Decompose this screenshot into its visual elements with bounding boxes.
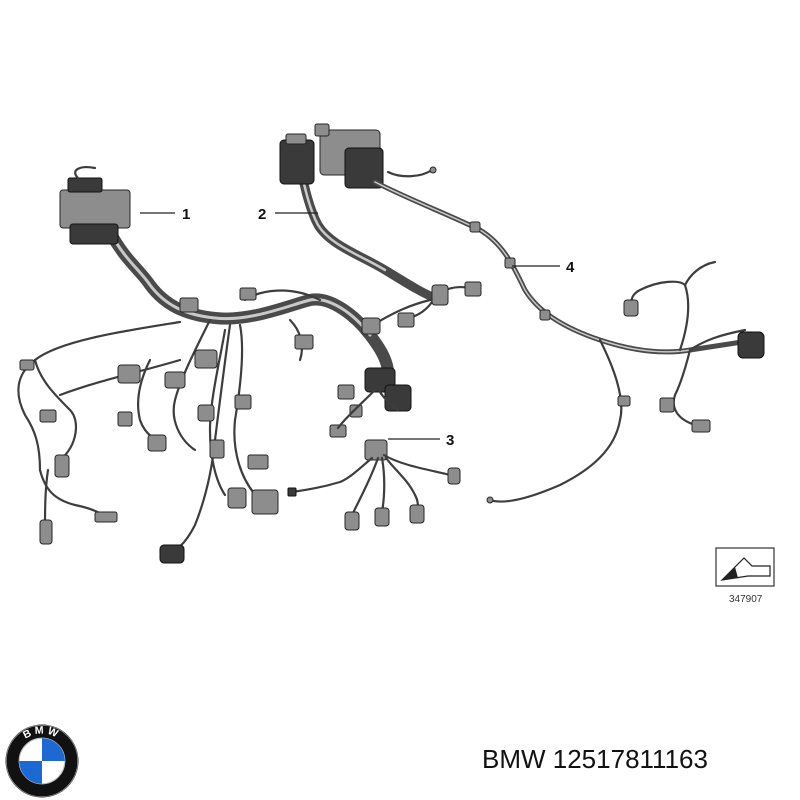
- harness-4: [314, 123, 765, 504]
- harness-2: [279, 133, 482, 335]
- callout-number: 3: [446, 432, 454, 449]
- harness-3: [287, 439, 461, 531]
- callout-2: 2: [258, 206, 318, 223]
- diagram-number: 347907: [729, 594, 763, 605]
- callout-number: 4: [566, 259, 575, 276]
- part-number-label: BMW 12517811163: [482, 744, 708, 774]
- harness-1: [17, 166, 412, 564]
- callout-1: 1: [140, 206, 190, 223]
- callout-number: 1: [182, 206, 190, 223]
- bmw-logo-icon: BMW: [5, 724, 79, 798]
- diagram-reference: 347907: [715, 547, 775, 605]
- callout-4: 4: [512, 259, 575, 276]
- harness-2-main-connector: [279, 139, 315, 185]
- logo-letters: BMW: [21, 724, 59, 741]
- callout-3: 3: [388, 432, 454, 449]
- callout-number: 2: [258, 206, 266, 223]
- svg-text:BMW: BMW: [21, 724, 62, 741]
- harness-3-connector: [364, 439, 388, 461]
- control-unit-connector: [59, 189, 131, 229]
